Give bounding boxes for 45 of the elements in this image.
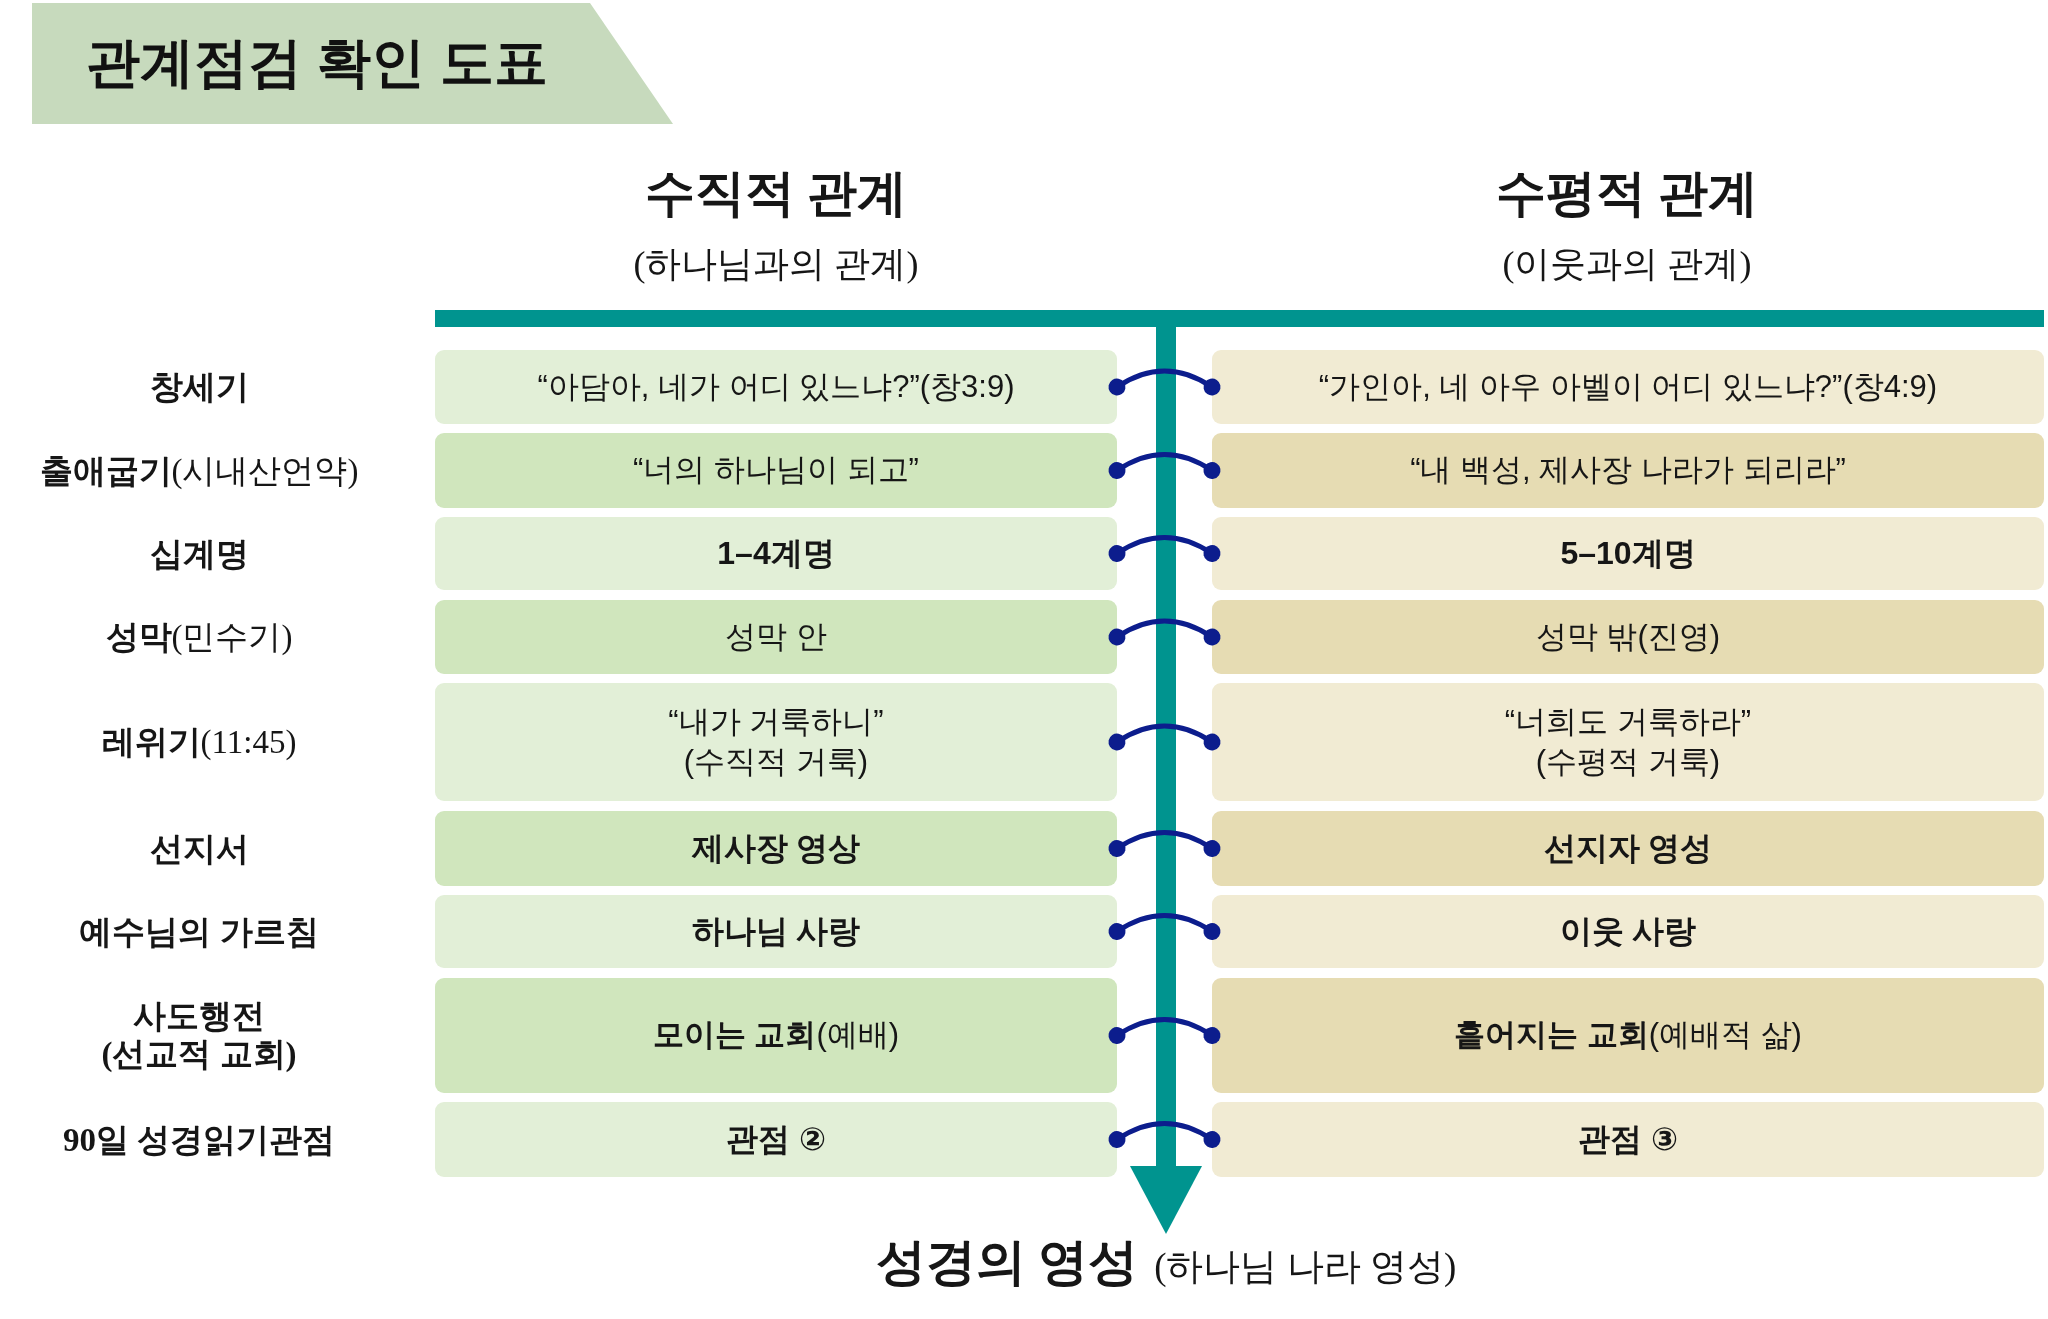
arrow xyxy=(1130,327,1202,1234)
curved-connector xyxy=(1108,452,1221,479)
table-cell: 5–10계명 xyxy=(1212,517,2044,590)
table-cell: 성막 안 xyxy=(435,600,1117,674)
table-cell: 1–4계명 xyxy=(435,517,1117,590)
curved-connector xyxy=(1108,1017,1221,1044)
conclusion-subtitle: (하나님 나라 영성) xyxy=(1154,1246,1457,1287)
table-cell: “가인아, 네 아우 아벨이 어디 있느냐?”(창4:9) xyxy=(1212,350,2044,424)
table-cell: 성막 밖(진영) xyxy=(1212,600,2044,674)
row-label: 레위기(11:45) xyxy=(101,722,297,762)
table-cell: “내가 거룩하니” (수직적 거룩) xyxy=(435,683,1117,801)
curved-connector xyxy=(1108,535,1221,562)
row-label: 선지서 xyxy=(149,829,249,868)
row-label: 창세기 xyxy=(149,367,249,407)
column-heading: 수직적 관계 xyxy=(644,163,908,223)
curved-connector xyxy=(1108,368,1221,396)
table-cell: 이웃 사랑 xyxy=(1212,895,2044,968)
column-subtitle: (이웃과의 관계) xyxy=(1502,242,1752,286)
curved-connector xyxy=(1108,1121,1221,1148)
row-label: 예수님의 가르침 xyxy=(79,912,319,951)
column-subtitle: (하나님과의 관계) xyxy=(633,242,919,286)
row-label: 출애굽기(시내산언약) xyxy=(39,451,359,490)
table-cell: “너의 하나님이 되고” xyxy=(435,433,1117,508)
table-cell: 선지자 영성 xyxy=(1212,811,2044,886)
row-label: 90일 성경읽기관점 xyxy=(62,1120,336,1159)
row-label: 성막(민수기) xyxy=(105,617,293,657)
horizontal-bar xyxy=(435,310,2044,327)
table-cell: 흩어지는 교회(예배적 삶) xyxy=(1212,978,2044,1093)
table-cell: 제사장 영상 xyxy=(435,811,1117,886)
table-cell: “내 백성, 제사장 나라가 되리라” xyxy=(1212,433,2044,508)
curved-connector xyxy=(1108,618,1221,646)
row-label: 십계명 xyxy=(149,534,249,573)
table-cell: 모이는 교회(예배) xyxy=(435,978,1117,1093)
table-cell: “너희도 거룩하라” (수평적 거룩) xyxy=(1212,683,2044,801)
title-banner: 관계점검 확인 도표 xyxy=(32,3,673,124)
table-cell: 관점 ③ xyxy=(1212,1102,2044,1177)
conclusion-heading: 성경의 영성 xyxy=(875,1234,1139,1290)
curved-connector xyxy=(1108,723,1221,751)
curved-connector xyxy=(1108,913,1221,940)
table-cell: 하나님 사랑 xyxy=(435,895,1117,968)
table-cell: 관점 ② xyxy=(435,1102,1117,1177)
row-label: 사도행전 (선교적 교회) xyxy=(100,996,298,1075)
column-heading: 수평적 관계 xyxy=(1495,163,1759,223)
curved-connector xyxy=(1108,830,1221,857)
table-cell: “아담아, 네가 어디 있느냐?”(창3:9) xyxy=(435,350,1117,424)
